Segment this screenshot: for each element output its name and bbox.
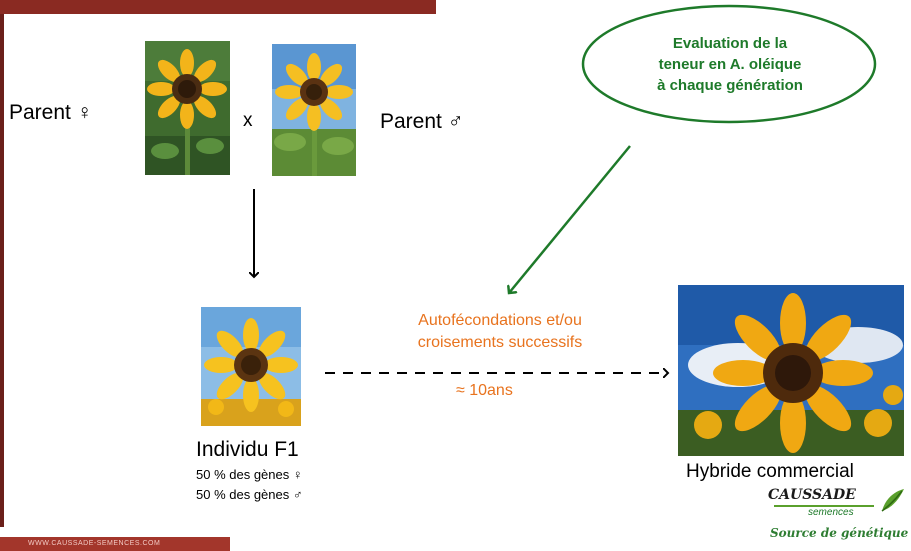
footer-url: WWW.CAUSSADE-SEMENCES.COM (0, 537, 230, 551)
cross-symbol: x (243, 110, 253, 131)
evaluation-ellipse (581, 4, 877, 124)
f1-photo (201, 307, 301, 426)
hybrid-label: Hybride commercial (686, 461, 854, 482)
caussade-logo: CAUSSADE semences Source de génétique (768, 487, 908, 549)
green-arrow (509, 145, 631, 293)
evaluation-line-2: teneur en A. oléique (658, 56, 802, 73)
process-text: Autofécondations et/ou croisements succe… (375, 310, 625, 354)
evaluation-line-1: Evaluation de la (672, 35, 788, 52)
f1-genes-male: 50 % des gènes ♂ (196, 487, 303, 502)
evaluation-text: Evaluation de la teneur en A. oléique à … (600, 33, 860, 96)
parent-female-label: Parent ♀ (9, 101, 93, 124)
f1-title: Individu F1 (196, 438, 299, 461)
f1-genes-female: 50 % des gènes ♀ (196, 467, 303, 482)
parent-male-photo (272, 44, 356, 176)
process-line-2: croisements successifs (417, 334, 583, 351)
parent-male-label: Parent ♂ (380, 110, 464, 133)
evaluation-line-3: à chaque génération (657, 77, 803, 94)
logo-sub: semences (808, 507, 854, 518)
logo-leaf-icon (881, 489, 904, 512)
logo-tagline: Source de génétique (770, 526, 909, 540)
hybrid-photo (678, 285, 904, 456)
logo-brand: CAUSSADE (768, 487, 856, 503)
logo-rule (774, 505, 874, 507)
process-line-1: Autofécondations et/ou (418, 312, 582, 329)
parent-female-photo (145, 41, 230, 175)
left-bar (0, 14, 4, 527)
header-bar (0, 0, 436, 14)
process-duration: ≈ 10ans (456, 382, 513, 399)
